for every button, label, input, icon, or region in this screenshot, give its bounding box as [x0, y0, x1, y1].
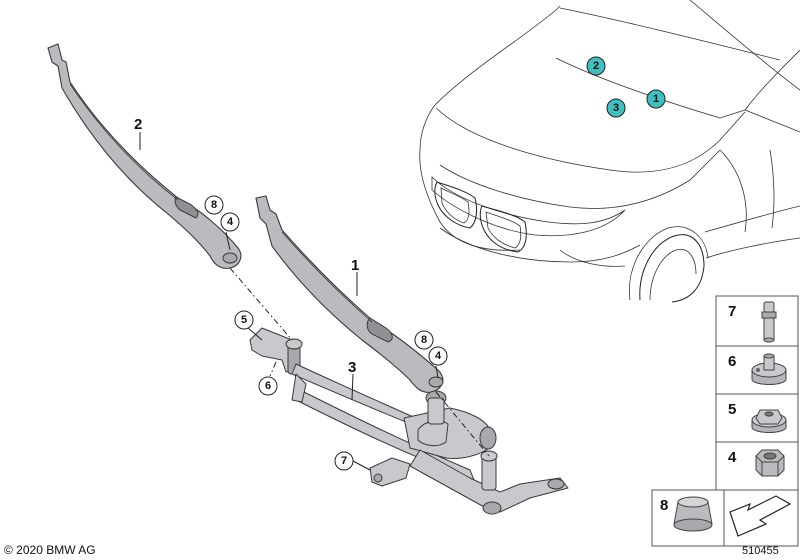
- callout-nut-left[interactable]: 4: [220, 212, 240, 232]
- callout-bolt-part-label: 7: [341, 455, 347, 467]
- legend-number: 5: [728, 401, 736, 418]
- legend-number: 4: [728, 449, 737, 466]
- diagram-number: 510455: [742, 545, 779, 557]
- legend-number: 7: [728, 303, 736, 320]
- stud-bolt-icon: [761, 301, 777, 343]
- flange-nut-icon: [751, 353, 787, 385]
- car-marker-2-label: 2: [593, 60, 599, 72]
- callout-bolt-part[interactable]: 7: [334, 451, 354, 471]
- legend-item-stud-bolt[interactable]: 7: [728, 301, 777, 343]
- callout-cap-left[interactable]: 8: [204, 195, 224, 215]
- callout-linkage[interactable]: 3: [348, 359, 356, 376]
- callout-cap-right-label: 8: [421, 334, 427, 346]
- callout-nut-left-label: 4: [227, 216, 234, 228]
- legend-item-hex-collar-nut[interactable]: 5: [728, 401, 787, 433]
- hex-collar-nut-icon: [751, 409, 787, 433]
- car-marker-3-label: 3: [613, 102, 619, 114]
- car-marker-1-label: 1: [653, 93, 659, 105]
- legend-number: 6: [728, 353, 736, 370]
- cover-cap-icon: [673, 496, 713, 532]
- car-marker-3[interactable]: 3: [606, 98, 626, 118]
- legend-item-hex-nut[interactable]: 4: [728, 449, 785, 477]
- legend-item-cover-cap[interactable]: 8: [660, 496, 713, 532]
- callout-cap-left-label: 8: [211, 199, 217, 211]
- car-marker-1[interactable]: 1: [646, 89, 666, 109]
- callout-bracket-sub[interactable]: 6: [258, 376, 278, 396]
- callout-bracket-part[interactable]: 5: [234, 310, 254, 330]
- kit-arrow-icon: [729, 495, 792, 537]
- callout-bracket-part-label: 5: [241, 314, 247, 326]
- alignment-lines: [229, 267, 490, 457]
- callout-nut-right-label: 4: [435, 350, 442, 362]
- copyright-text: © 2020 BMW AG: [4, 543, 96, 557]
- car-marker-2[interactable]: 2: [586, 56, 606, 76]
- legend-item-flange-nut[interactable]: 6: [728, 353, 787, 385]
- wiper-linkage[interactable]: [249, 327, 569, 515]
- leader-lines: [139, 132, 439, 471]
- car-outline: [419, 0, 800, 303]
- hex-nut-icon: [755, 449, 785, 477]
- callout-bracket-sub-label: 6: [265, 380, 271, 392]
- legend-number: 8: [660, 497, 668, 514]
- callout-nut-right[interactable]: 4: [428, 346, 448, 366]
- callout-arm-right[interactable]: 1: [351, 257, 359, 274]
- callout-arm-left[interactable]: 2: [134, 116, 142, 133]
- callout-cap-right[interactable]: 8: [414, 330, 434, 350]
- wiper-arm-left[interactable]: [47, 43, 242, 269]
